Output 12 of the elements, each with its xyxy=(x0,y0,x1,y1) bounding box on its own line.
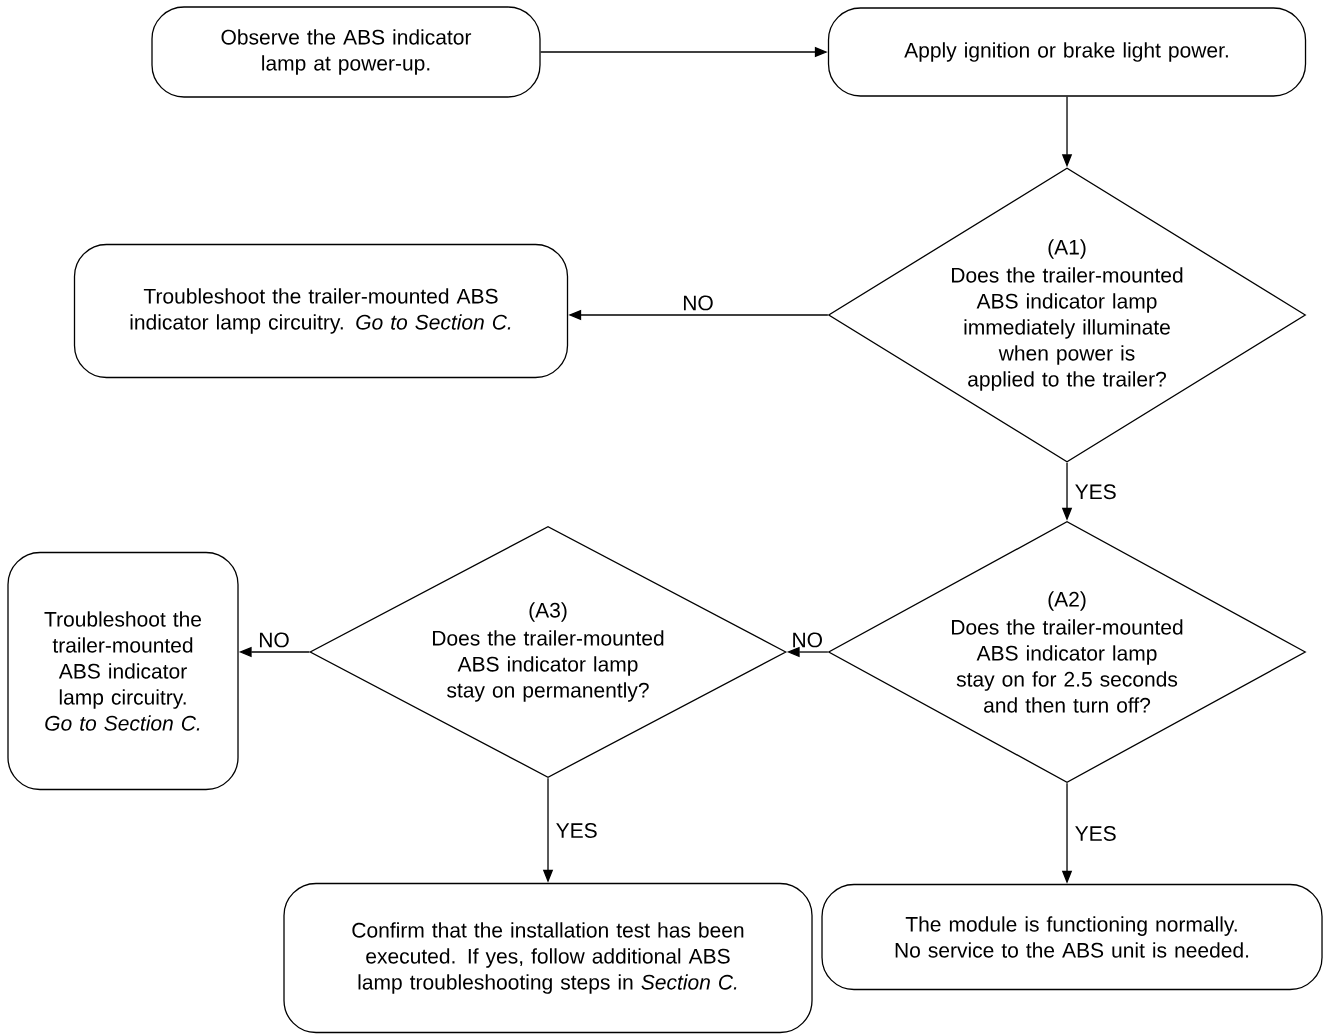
edge-label: NO xyxy=(260,632,289,648)
process-box: Apply ignition or brake light power. xyxy=(827,7,1307,97)
process-box: Confirm that the installation test has been executed. If yes, follow additional ABS lamp troubleshooting steps in Section C. xyxy=(283,882,813,1034)
process-box: Troubleshoot the trailer-mounted ABS indicator lamp circuitry. Go to Section C. xyxy=(73,243,569,379)
edge-label: NO xyxy=(684,295,713,311)
process-box: Troubleshoot the trailer-mounted ABS indicator lamp circuitry. Go to Section C. xyxy=(7,551,239,791)
process-box: The module is functioning normally. No service to the ABS unit is needed. xyxy=(821,883,1323,991)
edge-label: YES xyxy=(1075,484,1116,500)
edge-label: YES xyxy=(556,823,597,838)
process-box: Observe the ABS indicator lamp at power-up. xyxy=(151,6,541,98)
edge-label: YES xyxy=(1075,826,1116,841)
edge-label: NO xyxy=(793,632,822,648)
